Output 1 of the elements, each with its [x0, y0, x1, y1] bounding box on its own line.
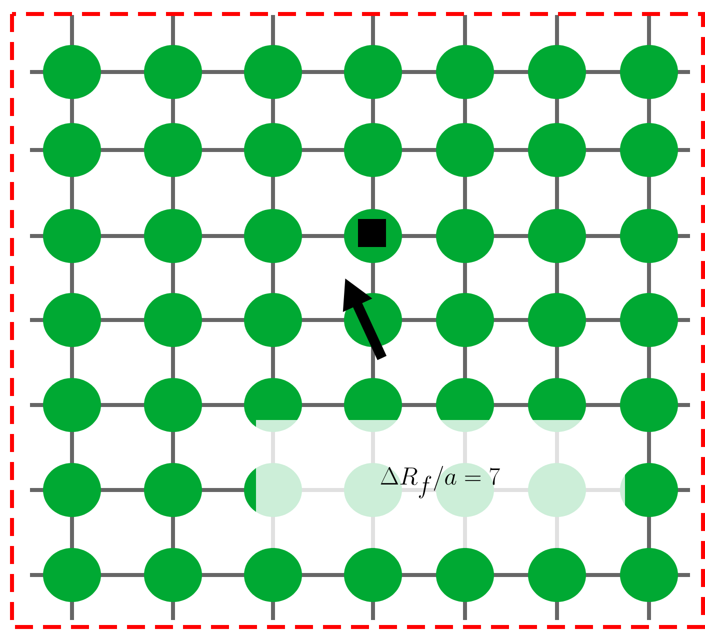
formula-label: $\Delta R_f/a = 7$ [380, 466, 500, 498]
